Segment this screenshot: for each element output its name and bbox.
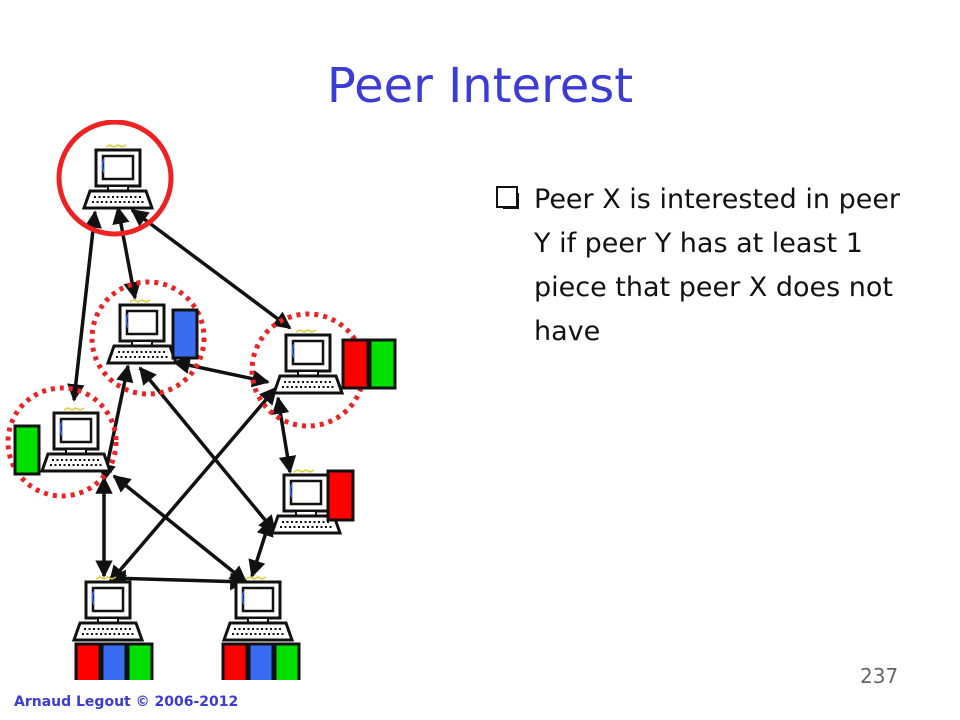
peer-left [5,385,119,499]
computer-icon [72,575,144,642]
link-peer-left-peer-bottom-right [112,474,248,584]
copyright-footer: Arnaud Legout © 2006-2012 [14,694,239,710]
link-peer-mid-right-peer-bottom-right [248,518,274,578]
peer-mid-right [270,468,355,535]
interested-peer-circle [5,385,119,499]
peer-top [56,120,174,237]
selected-peer-circle [56,120,174,237]
peer-network-diagram [5,120,397,680]
bullet-item: Peer X is interested in peer Y if peer Y… [496,178,916,354]
link-peer-bottom-left-peer-bottom-right [108,569,248,591]
peers [5,120,397,680]
computer-icon [106,298,178,365]
computer-icon [272,328,344,395]
page-number: 237 [860,664,899,688]
link-peer-right-peer-bottom-left [108,386,278,584]
piece-green [13,424,41,476]
piece-red [341,338,370,390]
peer-links [67,206,297,591]
link-peer-top-peer-left [67,210,102,402]
computer-icon [82,143,154,210]
computer-icon [222,575,294,642]
piece-red [74,642,102,680]
piece-green [126,642,154,680]
link-peer-right-peer-mid-right [271,396,297,474]
peer-right [249,311,397,429]
interested-peer-circle [89,279,207,397]
peer-bottom-right [221,575,301,680]
piece-green [273,642,301,680]
computer-icon [40,406,112,473]
piece-blue [100,642,128,680]
piece-blue [171,308,199,360]
checkbox-bullet-icon [496,186,519,209]
piece-red [326,469,355,522]
piece-red [221,642,249,680]
link-peer-top-peer-right [130,208,292,330]
slide-title: Peer Interest [326,58,634,114]
piece-blue [247,642,275,680]
piece-green [368,338,397,390]
peer-bottom-left [72,575,154,680]
peer-upper-mid [89,279,207,397]
bullet-text: Peer X is interested in peer Y if peer Y… [534,184,901,347]
link-peer-top-peer-upper-mid [112,206,141,300]
